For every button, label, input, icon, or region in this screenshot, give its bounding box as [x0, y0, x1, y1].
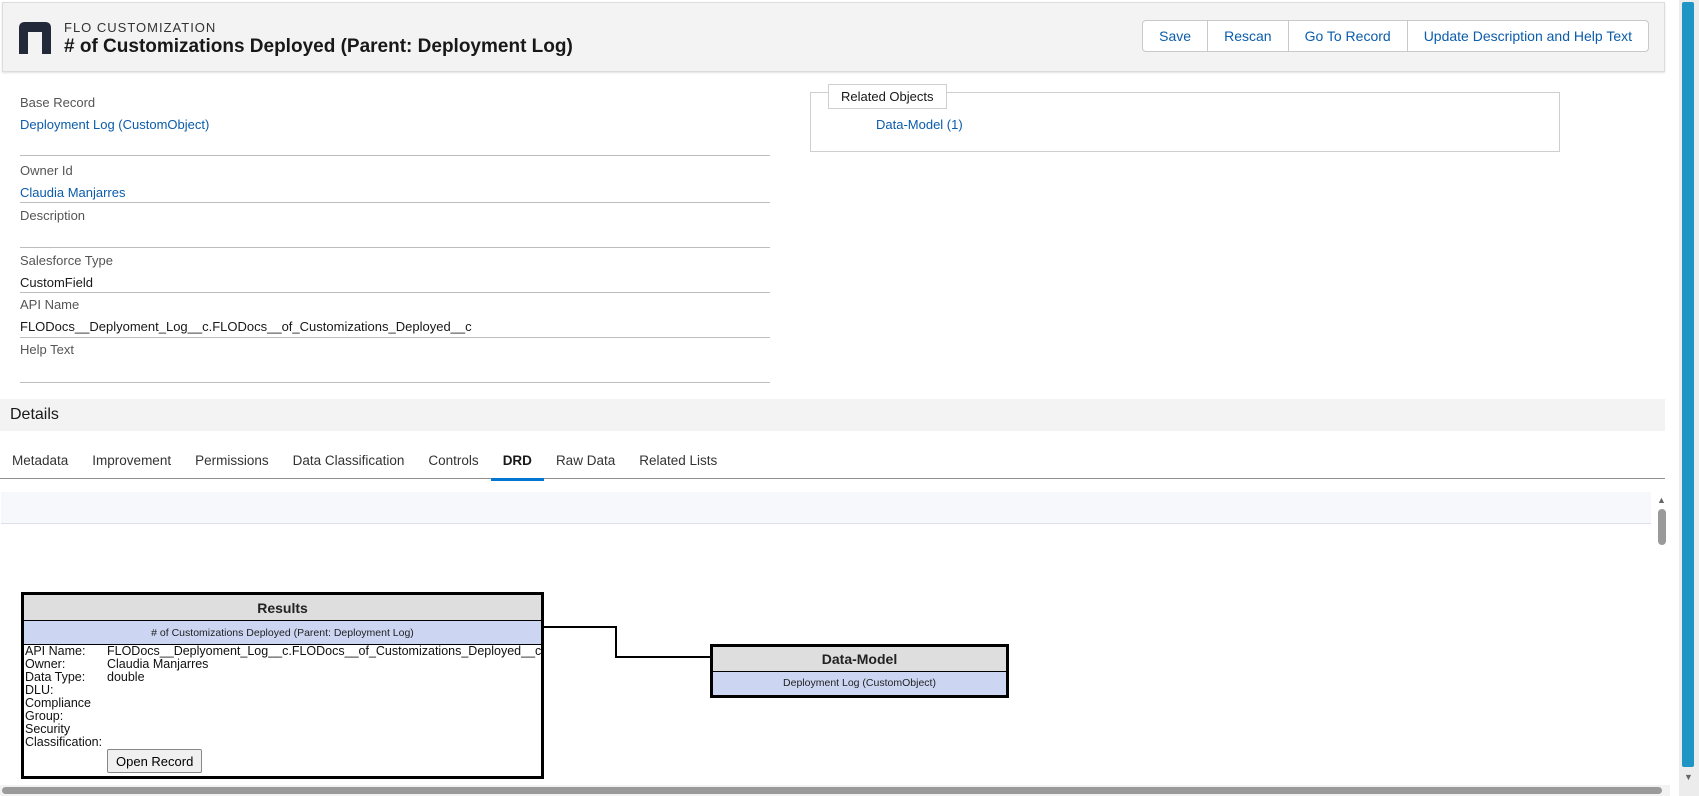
result-row-compliance: Compliance — [25, 696, 92, 710]
data-model-node-subtitle: Deployment Log (CustomObject) — [713, 672, 1006, 695]
save-button[interactable]: Save — [1142, 20, 1209, 52]
drd-diagram: Results # of Customizations Deployed (Pa… — [0, 525, 1660, 787]
field-help-text: Help Text — [20, 342, 770, 383]
field-owner-id: Owner Id Claudia Manjarres — [20, 163, 770, 203]
triangle-down-icon[interactable]: ▼ — [1684, 772, 1693, 782]
update-description-button[interactable]: Update Description and Help Text — [1407, 20, 1649, 52]
related-objects-panel: Related Objects Data-Model (1) — [810, 84, 1560, 152]
tab-improvement[interactable]: Improvement — [92, 453, 172, 468]
result-row-dlu: DLU: — [25, 683, 54, 697]
horizontal-scroll-thumb[interactable] — [2, 787, 1662, 794]
field-api-name: API Name FLODocs__Deplyoment_Log__c.FLOD… — [20, 297, 770, 338]
field-label: Base Record — [20, 95, 96, 110]
tab-controls[interactable]: Controls — [428, 453, 479, 468]
record-type-label: FLO CUSTOMIZATION — [64, 20, 217, 35]
rescan-button[interactable]: Rescan — [1208, 20, 1289, 52]
field-salesforce-type: Salesforce Type CustomField — [20, 253, 770, 293]
field-label: API Name — [20, 297, 80, 312]
data-model-node-title: Data-Model — [713, 647, 1006, 672]
tab-related-lists[interactable]: Related Lists — [639, 453, 718, 468]
owner-link[interactable]: Claudia Manjarres — [20, 185, 126, 200]
page-header: FLO CUSTOMIZATION # of Customizations De… — [2, 2, 1665, 72]
data-model-node[interactable]: Data-Model Deployment Log (CustomObject) — [710, 644, 1009, 698]
connector-line — [543, 626, 712, 658]
field-value: CustomField — [20, 275, 93, 290]
details-tabs: Metadata Improvement Permissions Data Cl… — [0, 446, 1665, 481]
page-title: # of Customizations Deployed (Parent: De… — [64, 36, 573, 57]
field-label: Help Text — [20, 342, 74, 357]
field-description: Description — [20, 208, 770, 248]
results-node: Results # of Customizations Deployed (Pa… — [21, 592, 544, 779]
diagram-scroll-thumb[interactable] — [1658, 509, 1666, 545]
results-node-title: Results — [24, 595, 541, 621]
base-record-link[interactable]: Deployment Log (CustomObject) — [20, 117, 210, 132]
field-label: Owner Id — [20, 163, 73, 178]
details-section-header: Details — [0, 399, 1665, 431]
field-base-record: Base Record Deployment Log (CustomObject… — [20, 95, 770, 156]
field-value: FLODocs__Deplyoment_Log__c.FLODocs__of_C… — [20, 319, 472, 334]
tab-permissions[interactable]: Permissions — [195, 453, 269, 468]
open-record-button[interactable]: Open Record — [107, 749, 203, 773]
result-row-security-classification: Classification: — [25, 735, 103, 749]
results-node-body: API Name:FLODocs__Deplyoment_Log__c.FLOD… — [24, 644, 542, 773]
drd-toolbar-strip — [1, 492, 1651, 524]
page-scroll-thumb[interactable] — [1682, 2, 1694, 767]
result-row-owner: Owner:Claudia Manjarres — [25, 657, 209, 671]
header-button-group: Save Rescan Go To Record Update Descript… — [1142, 20, 1649, 52]
field-label: Salesforce Type — [20, 253, 113, 268]
triangle-up-icon[interactable]: ▲ — [1657, 495, 1666, 505]
page-vertical-scrollbar[interactable]: ▼ — [1679, 0, 1699, 796]
results-node-subtitle: # of Customizations Deployed (Parent: De… — [24, 621, 541, 645]
result-row-data-type: Data Type:double — [25, 670, 145, 684]
field-label: Description — [20, 208, 86, 223]
flo-logo-icon — [19, 22, 51, 54]
diagram-vertical-scrollbar[interactable]: ▲ — [1654, 495, 1668, 783]
result-row-security: Security — [25, 722, 71, 736]
related-data-model-link[interactable]: Data-Model (1) — [876, 117, 963, 132]
tab-data-classification[interactable]: Data Classification — [292, 453, 405, 468]
go-to-record-button[interactable]: Go To Record — [1288, 20, 1408, 52]
horizontal-scrollbar[interactable] — [0, 785, 1670, 796]
tab-drd[interactable]: DRD — [490, 446, 545, 481]
details-title: Details — [10, 406, 59, 423]
tab-metadata[interactable]: Metadata — [12, 453, 69, 468]
tab-raw-data[interactable]: Raw Data — [555, 453, 616, 468]
result-row-compliance-group: Group: — [25, 709, 64, 723]
result-row-api-name: API Name:FLODocs__Deplyoment_Log__c.FLOD… — [25, 644, 542, 658]
related-objects-legend: Related Objects — [828, 84, 947, 109]
